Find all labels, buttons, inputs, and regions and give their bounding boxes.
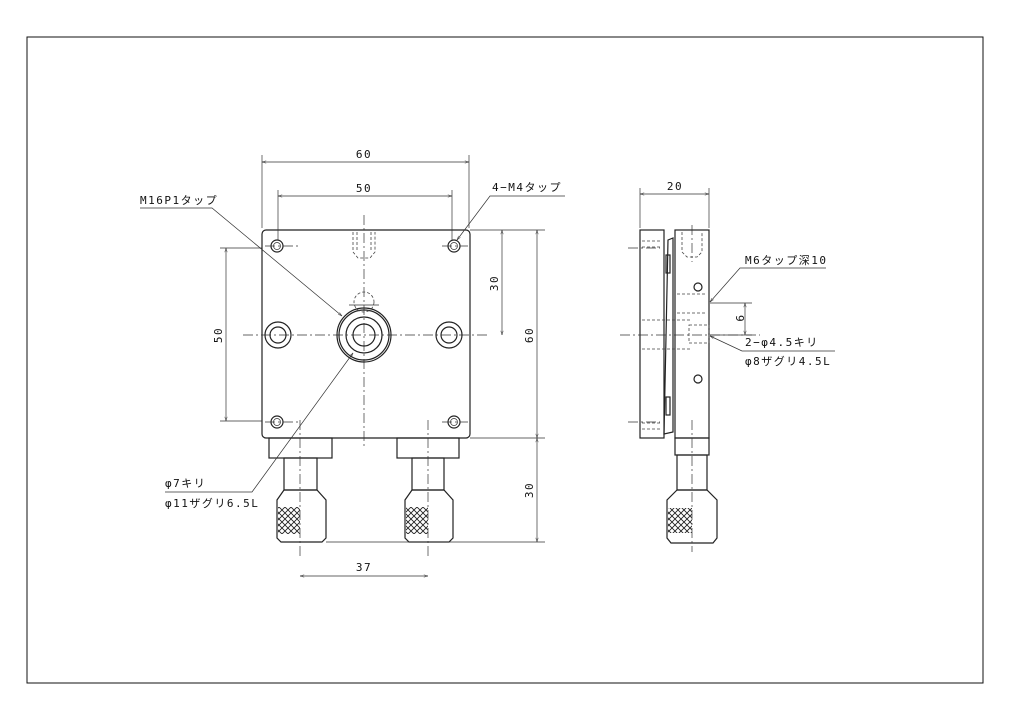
dim-offset: 9 [733, 315, 746, 323]
dim-micrometer-spacing: 37 [356, 561, 372, 574]
dim-thickness: 20 [667, 180, 683, 193]
dim-hole-pitch-height: 50 [212, 327, 225, 343]
micrometer-side [666, 420, 718, 552]
micrometer-left [268, 420, 333, 558]
dim-center-height: 30 [488, 275, 501, 291]
note-hole-line1: φ7キリ [165, 477, 206, 490]
center-tap-hole [336, 291, 392, 363]
dim-hole-pitch-width: 50 [356, 182, 372, 195]
micrometer-right [396, 420, 460, 558]
note-center-tap: M16P1タップ [140, 194, 218, 207]
dim-micrometer-length: 30 [523, 482, 536, 498]
mirror-plate [639, 229, 665, 439]
corner-tap-holes [265, 239, 468, 429]
note-side-tap: M6タップ深10 [745, 254, 828, 267]
note-side-hole-line2: φ8ザグリ4.5L [745, 354, 831, 368]
note-hole-line2: φ11ザグリ6.5L [165, 496, 259, 510]
note-side-hole-line1: 2−φ4.5キリ [745, 336, 819, 349]
dim-overall-height: 60 [523, 327, 536, 343]
side-view: 20 9 M6タップ深10 2−φ4.5キリ φ8ザグリ4.5L [620, 180, 835, 552]
drawing-border [26, 36, 984, 684]
counterbore-holes [264, 321, 463, 349]
dim-overall-width: 60 [356, 148, 372, 161]
mount-plate [261, 229, 471, 439]
front-view: 60 50 50 60 30 30 37 M16P1タップ 4−M4タップ φ7… [140, 148, 565, 576]
note-corner-taps: 4−M4タップ [492, 181, 562, 194]
